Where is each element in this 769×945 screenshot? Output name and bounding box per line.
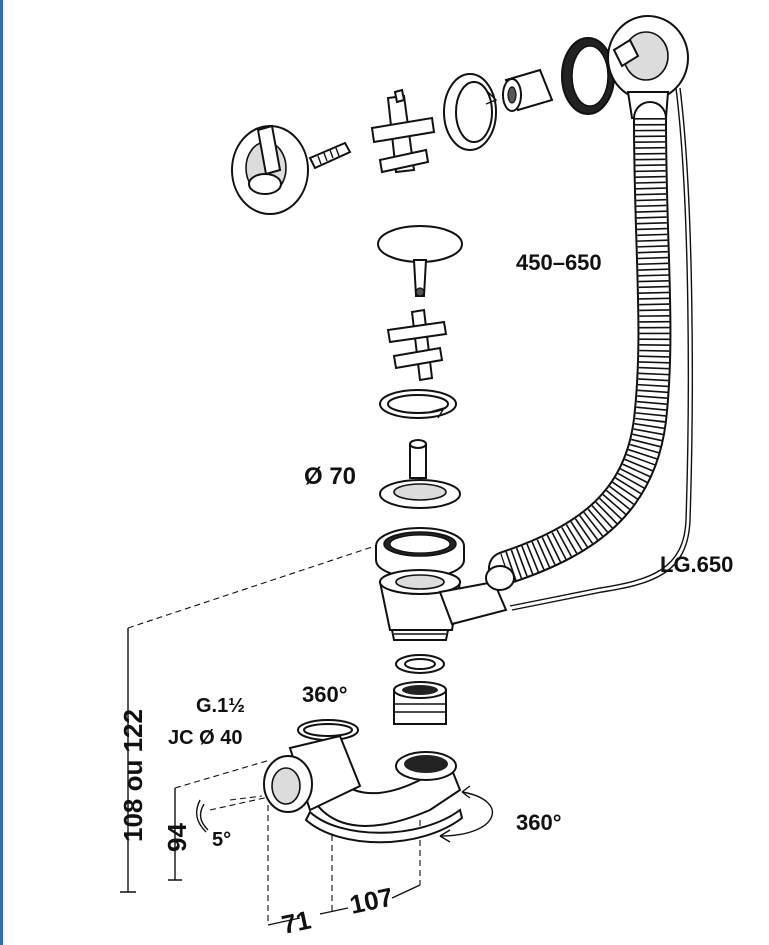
waste-diameter-label: Ø 70: [304, 463, 356, 490]
rotation-lower-label: 360°: [516, 810, 562, 835]
overflow-handle: [231, 124, 309, 215]
overflow-gasket: [561, 37, 615, 115]
height-total-label: 108 ou 122: [118, 709, 148, 842]
overflow-bracket-upper: [370, 88, 436, 174]
thread-size-label: G.1½: [196, 695, 245, 717]
connection-label: JC Ø 40: [168, 727, 242, 749]
rotation-arrow-lower: [439, 785, 493, 843]
cable-length-label: LG.650: [660, 552, 733, 577]
waste-washer: [395, 654, 445, 674]
dimension-lines: [120, 544, 421, 926]
width-trap-label: 107: [347, 882, 396, 920]
tilt-angle-label: 5°: [212, 829, 231, 851]
overflow-sleeve: [502, 68, 554, 112]
waste-flange: [379, 479, 461, 509]
rotation-upper-label: 360°: [302, 682, 348, 707]
plug-head: [377, 225, 463, 297]
overflow-hose: [488, 101, 672, 585]
threaded-nut: [393, 681, 447, 725]
circlip: [297, 719, 359, 741]
width-offset-label: 71: [279, 905, 314, 940]
overflow-length-label: 450–650: [516, 250, 602, 275]
snap-ring-upper: [443, 73, 498, 151]
waste-body: [378, 565, 515, 641]
waste-collar: [375, 527, 465, 579]
height-outlet-label: 94: [162, 823, 192, 852]
plug-bracket: [386, 308, 448, 382]
trap-body: [263, 734, 464, 844]
plug-stem: [409, 439, 427, 479]
threaded-pin: [308, 141, 352, 170]
snap-ring-middle: [379, 389, 457, 419]
tilt-arrow: [195, 799, 209, 833]
left-border-rule: [0, 0, 3, 945]
bowden-cable: [509, 87, 693, 611]
